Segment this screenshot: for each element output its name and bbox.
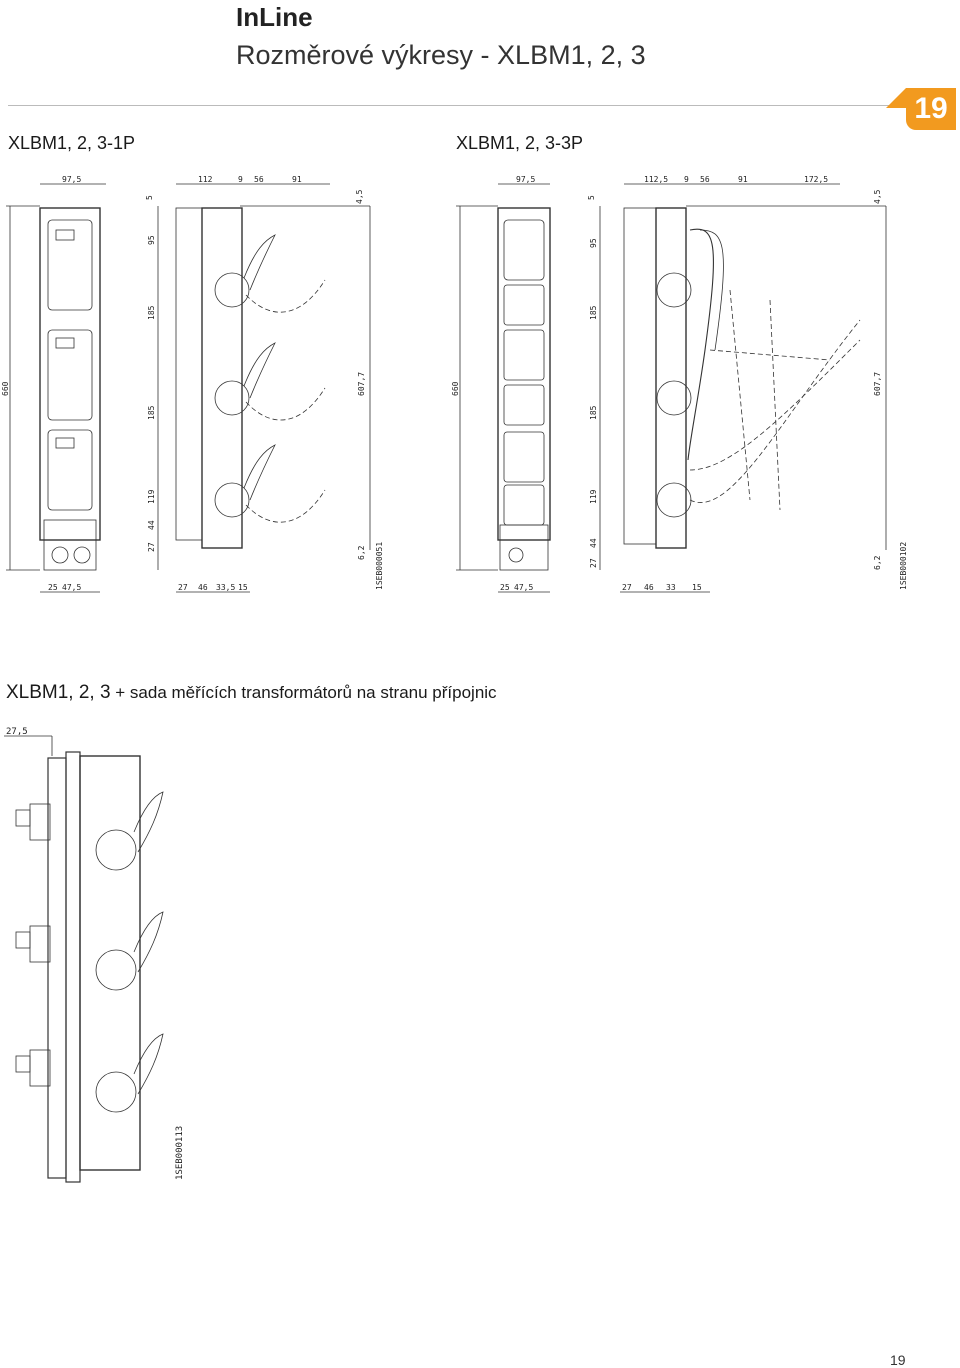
dim-1p-47-5: 47,5	[62, 583, 81, 592]
dim-1p-91: 91	[292, 175, 302, 184]
dim-3p-172-5: 172,5	[804, 175, 828, 184]
dim-3p-185-b: 185	[589, 405, 598, 420]
chapter-tab: 19	[906, 88, 956, 130]
brand-logo: InLine	[236, 2, 313, 32]
dim-1p-bot-27: 27	[178, 583, 188, 592]
dim-3p-660: 660	[451, 381, 460, 396]
dim-3p-4-5: 4,5	[873, 189, 882, 204]
section-title-1p: XLBM1, 2, 3-1P	[8, 133, 136, 153]
dim-3p-185-a: 185	[589, 305, 598, 320]
section-transformer-text: + sada měřících transformátorů na stranu…	[110, 683, 497, 702]
dim-3p-6-2: 6,2	[873, 555, 882, 570]
dim-1p-bot-33-5: 33,5	[216, 583, 235, 592]
dim-1p-95: 95	[147, 235, 156, 245]
dim-3p-112-5: 112,5	[644, 175, 668, 184]
dim-3p-bot-33: 33	[666, 583, 676, 592]
dim-1p-185-a: 185	[147, 305, 156, 320]
drawing-code-3p: 1SEB000102	[899, 542, 908, 590]
dim-1p-6-2: 6,2	[357, 545, 366, 560]
dim-3p-27: 27	[589, 558, 598, 568]
dim-1p-25: 25	[48, 583, 58, 592]
dim-1p-607-7: 607,7	[357, 372, 366, 396]
page-number: 19	[890, 1352, 906, 1368]
dim-1p-185-b: 185	[147, 405, 156, 420]
dim-3p-bot-46: 46	[644, 583, 654, 592]
drawing-code-transformer: 1SEB000113	[175, 1126, 185, 1180]
dim-1p-4-5: 4,5	[355, 189, 364, 204]
dim-1p-9: 9	[238, 175, 243, 184]
section-title-transformer: XLBM1, 2, 3 + sada měřících transformáto…	[6, 682, 497, 704]
dim-3p-5: 5	[587, 195, 596, 200]
dim-1p-44: 44	[147, 520, 156, 530]
dim-3p-44: 44	[589, 538, 598, 548]
dim-3p-607-7: 607,7	[873, 372, 882, 396]
dim-3p-47-5: 47,5	[514, 583, 533, 592]
section-title-3p: XLBM1, 2, 3-3P	[456, 133, 584, 153]
dim-1p-56: 56	[254, 175, 264, 184]
dim-3p-119: 119	[589, 489, 598, 504]
page-title: Rozměrové výkresy - XLBM1, 2, 3	[236, 40, 646, 70]
drawing-1p: 97,5 5 112 9 56 91 4,5 660 95 185 185 11…	[1, 175, 384, 593]
dim-1p-112: 112	[198, 175, 213, 184]
dim-3p-91: 91	[738, 175, 748, 184]
header-divider	[8, 105, 908, 106]
dim-3p-25: 25	[500, 583, 510, 592]
dim-3p-9: 9	[684, 175, 689, 184]
dim-3p-95: 95	[589, 238, 598, 248]
dim-3p-bot-15: 15	[692, 583, 702, 592]
dim-1p-27: 27	[147, 542, 156, 552]
dim-1p-119: 119	[147, 489, 156, 504]
dim-3p-97-5: 97,5	[516, 175, 535, 184]
dim-1p-97-5: 97,5	[62, 175, 81, 184]
section-transformer-model: XLBM1, 2, 3	[6, 682, 111, 703]
dim-3p-56: 56	[700, 175, 710, 184]
chapter-tab-corner	[886, 88, 906, 108]
dim-1p-5: 5	[145, 195, 154, 200]
dim-1p-660: 660	[1, 381, 10, 396]
dim-transformer-27-5: 27,5	[6, 727, 28, 737]
drawing-3p: 97,5 5 112,5 9 56 91 172,5 4,5 660 95 18…	[451, 175, 908, 593]
dim-1p-bot-15: 15	[238, 583, 248, 592]
dim-3p-bot-27: 27	[622, 583, 632, 592]
dim-1p-bot-46: 46	[198, 583, 208, 592]
drawing-transformer: 27,5 1SEB000113	[4, 727, 185, 1183]
drawing-code-1p: 1SEB000051	[375, 542, 384, 590]
